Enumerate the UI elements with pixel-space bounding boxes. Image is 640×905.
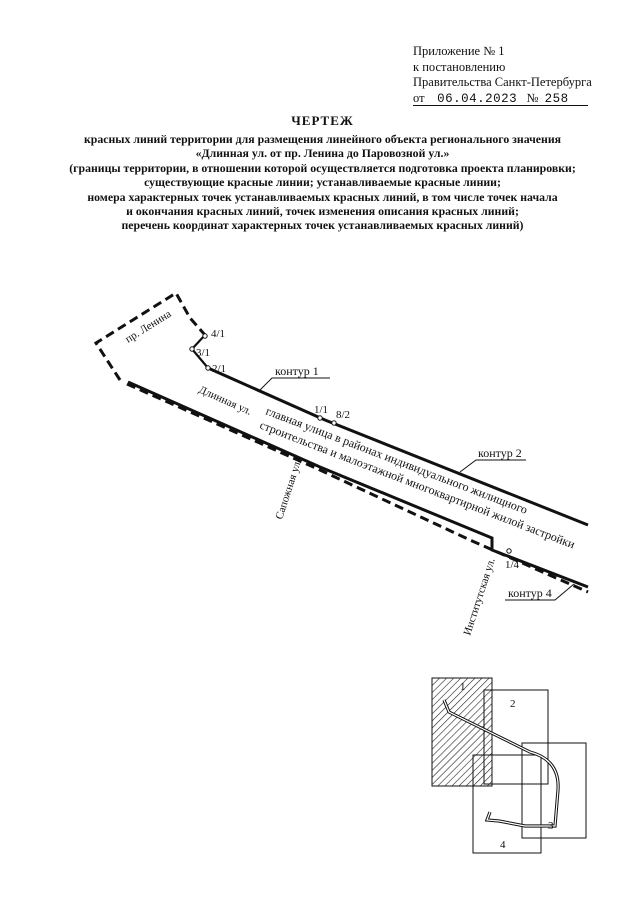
date-prefix: от [413, 90, 425, 105]
index-sheet-3 [521, 742, 587, 839]
label-contour-2: контур 2 [478, 446, 522, 460]
label-point-8-2: 8/2 [336, 409, 350, 421]
index-label-3: 3 [548, 820, 554, 832]
index-label-1: 1 [460, 681, 466, 693]
appendix-block: Приложение № 1 к постановлению Правитель… [413, 44, 613, 107]
document-title: ЧЕРТЕЖ [291, 113, 354, 128]
index-sheet-4 [472, 754, 542, 854]
sheet-index-map: 1 2 3 4 [431, 677, 587, 854]
appendix-date-line: от 06.04.2023 № 258 [413, 91, 613, 108]
appendix-title: Приложение № 1 [413, 44, 505, 58]
index-sheet-1 [431, 677, 493, 787]
contour4-leader [505, 583, 575, 601]
title-line-4: существующие красные линии; устанавливае… [144, 175, 501, 190]
index-route-inner [443, 699, 559, 827]
title-line-1: красных линий территории для размещения … [83, 132, 562, 146]
label-point-3-1: 3/1 [196, 347, 210, 359]
label-point-2-1: 2/1 [212, 363, 226, 375]
resolution-number: 258 [544, 91, 569, 106]
point-1-1 [317, 415, 323, 421]
index-label-2: 2 [510, 698, 516, 710]
number-prefix: № [526, 90, 539, 105]
label-contour-4: контур 4 [508, 586, 552, 600]
street-dlinnaya: Длинная ул. [197, 384, 254, 418]
street-lenina: пр. Ленина [123, 308, 173, 346]
title-line-2: «Длинная ул. от пр. Ленина до Паровозной… [195, 146, 450, 161]
label-contour-1: контур 1 [275, 364, 319, 378]
point-2-1 [205, 365, 211, 371]
date-underline [413, 104, 588, 106]
street-description-line-2: строительства и малоэтажной многоквартир… [258, 418, 578, 552]
red-line-lower [127, 380, 589, 589]
title-line-3: (границы территории, в отношении которой… [69, 160, 576, 175]
point-4-1 [202, 333, 208, 339]
territory-boundary [93, 290, 589, 594]
appendix-resolution: к постановлению [413, 59, 506, 74]
index-label-4: 4 [500, 839, 506, 851]
point-1-4 [506, 548, 512, 554]
resolution-date: 06.04.2023 [437, 91, 518, 106]
street-sapozhnaya: Сапожная ул. [273, 457, 304, 521]
title-line-5: номера характерных точек устанавливаемых… [87, 189, 558, 204]
title-line-6: и окончания красных линий, точек изменен… [126, 204, 519, 219]
title-line-7: перечень координат характерных точек уст… [121, 218, 524, 233]
point-3-1 [189, 346, 195, 352]
document-title-block: ЧЕРТЕЖ красных линий территории для разм… [40, 113, 605, 233]
index-sheet-2 [483, 689, 549, 785]
point-8-2 [331, 420, 337, 426]
appendix-government: Правительства Санкт-Петербурга [413, 75, 592, 89]
label-point-4-1: 4/1 [211, 328, 225, 340]
street-institutskaya: Институтская ул. [461, 556, 497, 637]
contour2-leader [459, 459, 526, 473]
label-point-1-1: 1/1 [314, 404, 328, 416]
red-line-upper [207, 366, 589, 527]
label-point-1-4: 1/4 [505, 559, 520, 571]
contour1-leader [257, 377, 330, 393]
